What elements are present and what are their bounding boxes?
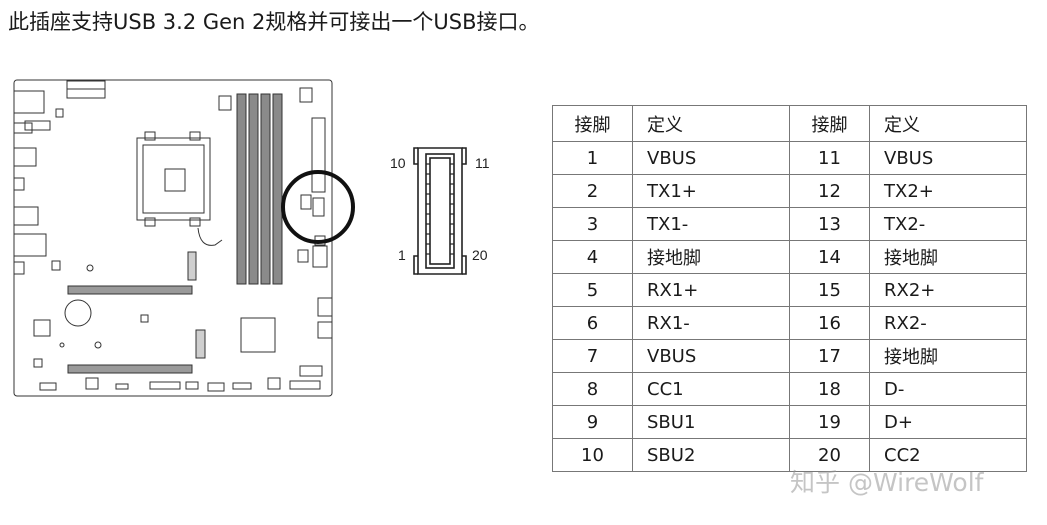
pin-number-cell: 9 — [552, 405, 633, 439]
pin-definition-cell: D+ — [869, 405, 1027, 439]
pin-number-cell: 19 — [789, 405, 870, 439]
pin-number-cell: 6 — [552, 306, 633, 340]
pin-label-20: 20 — [472, 247, 488, 263]
pin-definition-cell: SBU2 — [632, 438, 790, 472]
header-definition-1: 定义 — [632, 105, 790, 142]
pin-number-cell: 7 — [552, 339, 633, 373]
pin-number-cell: 2 — [552, 174, 633, 208]
pin-number-cell: 20 — [789, 438, 870, 472]
pin-definition-cell: CC2 — [869, 438, 1027, 472]
pin-number-cell: 12 — [789, 174, 870, 208]
connector-diagram: 10 11 1 20 — [390, 147, 490, 275]
pin-number-cell: 16 — [789, 306, 870, 340]
pin-number-cell: 14 — [789, 240, 870, 274]
header-definition-2: 定义 — [869, 105, 1027, 142]
pin-number-cell: 17 — [789, 339, 870, 373]
pin-definition-cell: D- — [869, 372, 1027, 406]
pin-definition-cell: VBUS — [632, 339, 790, 373]
pin-definition-cell: 接地脚 — [869, 240, 1027, 274]
pin-number-cell: 18 — [789, 372, 870, 406]
pin-definition-cell: VBUS — [869, 141, 1027, 175]
pin-definition-cell: RX1+ — [632, 273, 790, 307]
pin-definition-cell: RX2- — [869, 306, 1027, 340]
pin-definition-cell: 接地脚 — [632, 240, 790, 274]
pin-number-cell: 3 — [552, 207, 633, 241]
table-header-row: 接脚 定义 接脚 定义 — [552, 105, 1027, 142]
intro-text: 此插座支持USB 3.2 Gen 2规格并可接出一个USB接口。 — [8, 10, 540, 34]
pin-definition-cell: RX2+ — [869, 273, 1027, 307]
pin-number-cell: 1 — [552, 141, 633, 175]
header-pin-1: 接脚 — [552, 105, 633, 142]
pin-number-cell: 8 — [552, 372, 633, 406]
pin-number-cell: 4 — [552, 240, 633, 274]
motherboard-diagram — [13, 79, 355, 397]
pin-number-cell: 11 — [789, 141, 870, 175]
pin-definition-cell: TX1+ — [632, 174, 790, 208]
header-pin-2: 接脚 — [789, 105, 870, 142]
pin-definition-cell: SBU1 — [632, 405, 790, 439]
pin-number-cell: 5 — [552, 273, 633, 307]
pin-number-cell: 13 — [789, 207, 870, 241]
pin-definition-cell: TX1- — [632, 207, 790, 241]
pin-definition-cell: TX2- — [869, 207, 1027, 241]
pin-definition-cell: 接地脚 — [869, 339, 1027, 373]
watermark: 知乎 @WireWolf — [790, 468, 984, 497]
pin-label-1: 1 — [398, 247, 406, 263]
pin-definition-cell: RX1- — [632, 306, 790, 340]
pin-definition-cell: VBUS — [632, 141, 790, 175]
pin-label-10: 10 — [390, 155, 406, 171]
highlight-circle — [281, 170, 355, 244]
pin-definition-cell: CC1 — [632, 372, 790, 406]
pin-number-cell: 10 — [552, 438, 633, 472]
pin-number-cell: 15 — [789, 273, 870, 307]
pin-definition-cell: TX2+ — [869, 174, 1027, 208]
pin-label-11: 11 — [475, 155, 490, 171]
